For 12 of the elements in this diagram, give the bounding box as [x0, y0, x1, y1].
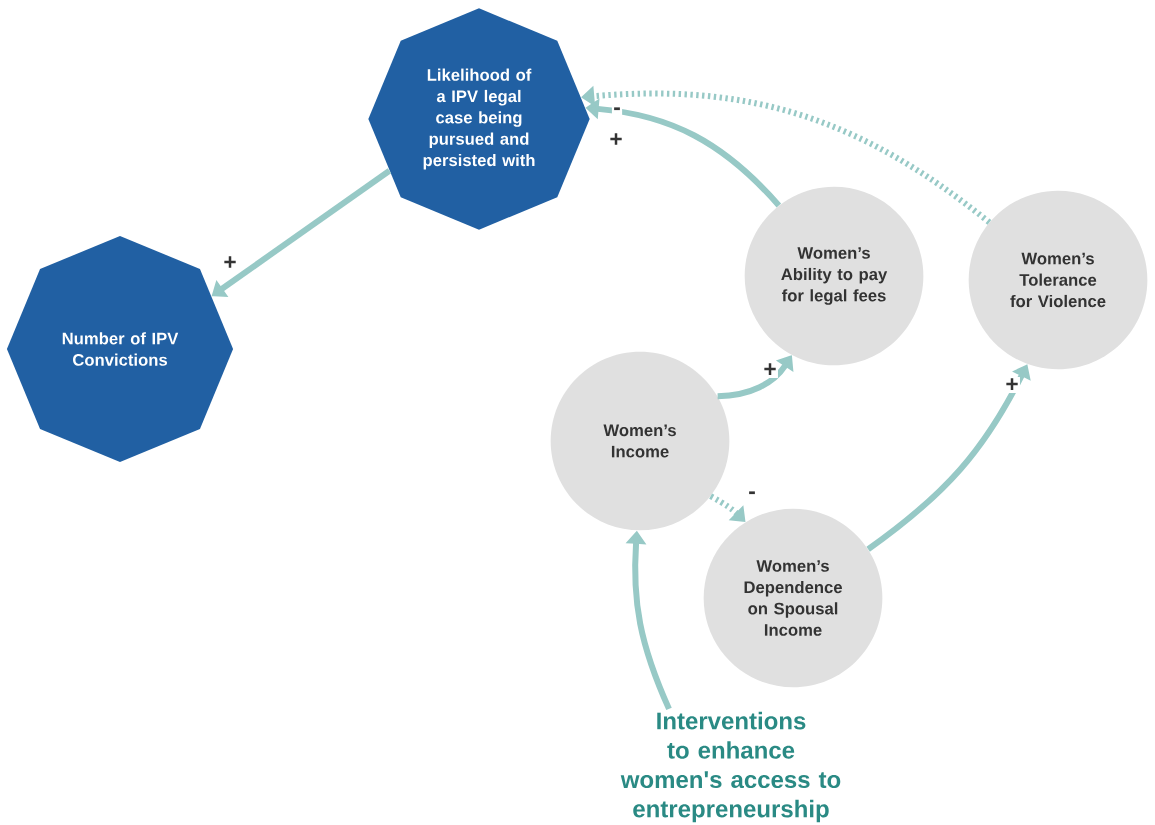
edge-label: + [762, 362, 778, 378]
circle-node: Women’s Dependence on Spousal Income [703, 508, 883, 688]
circle-node: Women’s Tolerance for Violence [968, 190, 1148, 370]
intervention-text: Interventions to enhance women's access to entrepreneurship [620, 711, 841, 823]
edge-label: - [611, 106, 623, 116]
edge-label: - [746, 490, 758, 500]
edge-label: + [608, 132, 624, 148]
octagon-node: Likelihood of a IPV legal case being pursued and persisted with [368, 8, 590, 230]
edge-label: + [1004, 377, 1020, 393]
circle-node: Women’s Income [550, 351, 730, 531]
arrow [709, 493, 746, 522]
arrow [717, 355, 794, 400]
